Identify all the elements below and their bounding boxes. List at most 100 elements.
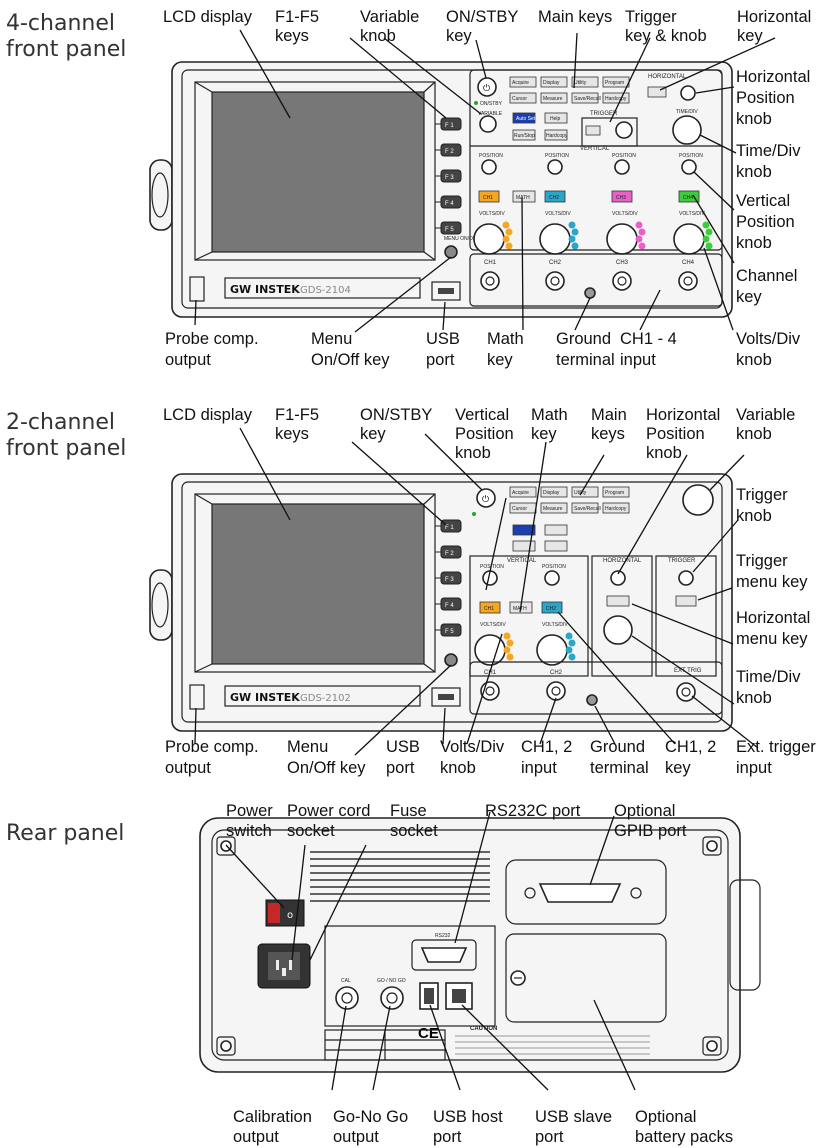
voltsdiv-knob-ch3[interactable] [606, 223, 638, 255]
screw-frame [216, 836, 236, 856]
horizontal-position-knob-2ch[interactable] [610, 570, 626, 586]
section-title-rear: Rear panel [6, 821, 124, 846]
main-key-saverecall[interactable] [571, 92, 599, 104]
main-key-program[interactable] [602, 486, 630, 498]
vertical-position-knob-ch1[interactable] [481, 159, 497, 175]
main-key-measure[interactable] [540, 92, 568, 104]
ground-terminal-2ch[interactable] [586, 694, 598, 706]
probe-comp-output-2ch[interactable] [189, 684, 205, 710]
input-label-ch4: CH4 [682, 260, 695, 266]
bnc-input-ch1[interactable] [480, 271, 500, 291]
horizontal-position-knob[interactable] [680, 85, 696, 101]
onstby-key-2ch[interactable] [476, 488, 496, 508]
channel-key-ch2[interactable] [541, 601, 563, 614]
voltsdiv-text: VOLTS/DIV [545, 211, 571, 217]
cal-text: CAL [341, 978, 351, 984]
autoset-text: Auto Set [516, 116, 536, 122]
voltsdiv-led-ch3 [638, 242, 646, 250]
autoset-key[interactable] [512, 112, 536, 124]
help-key-2ch[interactable] [544, 524, 568, 536]
label-lcd-display: LCD display [163, 8, 253, 26]
gonogo-output[interactable] [380, 986, 404, 1010]
probe-comp-output[interactable] [189, 276, 205, 302]
main-key-utility[interactable] [571, 76, 599, 88]
timediv-knob-2ch[interactable] [603, 615, 633, 645]
leader-lines-rear [225, 811, 636, 1091]
onstby-key[interactable] [477, 77, 497, 97]
bnc-input-ch2[interactable] [546, 681, 566, 701]
math-key[interactable] [512, 190, 536, 203]
voltsdiv-text: VOLTS/DIV [479, 211, 505, 217]
ext-trigger-input[interactable] [676, 682, 696, 702]
main-key-saverecall[interactable] [571, 502, 599, 514]
horizontal-menu-key-2ch[interactable] [606, 595, 630, 607]
main-key-acquire[interactable] [509, 76, 537, 88]
gpib-port[interactable] [538, 883, 622, 903]
vertical-position-knob-ch2[interactable] [544, 570, 560, 586]
main-key-display[interactable] [540, 76, 568, 88]
ground-terminal[interactable] [584, 287, 596, 299]
position-text: POSITION [479, 153, 503, 159]
variable-knob-2ch[interactable] [682, 484, 714, 516]
trigger-menu-key[interactable] [585, 125, 601, 136]
f4-key-text: F 4 [445, 603, 454, 609]
main-key-cursor[interactable] [509, 92, 537, 104]
power-switch-off-mark: o [287, 910, 293, 921]
usb-port[interactable] [431, 281, 461, 301]
power-icon-2ch: ⏻ [482, 494, 489, 505]
help-key[interactable] [544, 112, 568, 124]
ext-trig-text: EXT TRIG [674, 668, 702, 674]
rs232c-port[interactable] [420, 947, 468, 963]
trigger-level-knob[interactable] [615, 121, 633, 139]
usb-port-2ch[interactable] [431, 687, 461, 707]
voltsdiv-knob-ch2[interactable] [539, 223, 571, 255]
main-key-hardcopy[interactable] [602, 502, 630, 514]
trigger-level-knob-2ch[interactable] [678, 570, 694, 586]
calibration-output[interactable] [335, 986, 359, 1010]
channel-key-ch1[interactable] [479, 601, 501, 614]
voltsdiv-led-ch3 [635, 235, 643, 243]
autoset-key-2ch[interactable] [512, 524, 536, 536]
position-text: POSITION [612, 153, 636, 159]
main-key-acquire[interactable] [509, 486, 537, 498]
horizontal-menu-key[interactable] [647, 86, 667, 98]
main-key-display[interactable] [540, 486, 568, 498]
voltsdiv-knob-ch2[interactable] [536, 634, 568, 666]
vertical-position-knob-ch3[interactable] [614, 159, 630, 175]
side-handle [149, 159, 173, 231]
bnc-pin [485, 276, 495, 286]
main-key-hardcopy[interactable] [602, 92, 630, 104]
channel-key-ch2[interactable] [544, 190, 566, 203]
trigger-menu-key-2ch[interactable] [675, 595, 697, 607]
vertical-position-knob-ch2[interactable] [547, 159, 563, 175]
voltsdiv-knob-ch4[interactable] [673, 223, 705, 255]
hardcopy-key-2ch[interactable] [544, 540, 568, 552]
channel-key-ch3[interactable] [611, 190, 633, 203]
channel-key-ch4[interactable] [678, 190, 700, 203]
vertical-position-knob-ch4[interactable] [681, 159, 697, 175]
position-text: POSITION [679, 153, 703, 159]
menu-onoff-key-2ch[interactable] [444, 653, 458, 667]
hardcopy-key[interactable] [544, 129, 568, 141]
runstop-key-2ch[interactable] [512, 540, 536, 552]
voltsdiv-led-ch2 [568, 235, 576, 243]
voltsdiv-led-ch1 [506, 639, 514, 647]
timediv-knob[interactable] [672, 115, 702, 145]
vertical-text-2ch: VERTICAL [507, 558, 537, 564]
menu-onoff-key[interactable] [444, 245, 458, 259]
bnc-input-ch2[interactable] [545, 271, 565, 291]
main-key-text: Display [543, 490, 560, 496]
variable-knob[interactable] [479, 115, 497, 133]
bnc-input-ch4[interactable] [678, 271, 698, 291]
brand-logo: GW INSTEK [230, 283, 300, 296]
runstop-key[interactable] [512, 129, 536, 141]
voltsdiv-text: VOLTS/DIV [542, 622, 568, 628]
voltsdiv-knob-ch1[interactable] [473, 223, 505, 255]
usb-slave-slot [452, 989, 466, 1003]
channel-key-ch1[interactable] [478, 190, 500, 203]
bnc-input-ch3[interactable] [612, 271, 632, 291]
main-key-measure[interactable] [540, 502, 568, 514]
